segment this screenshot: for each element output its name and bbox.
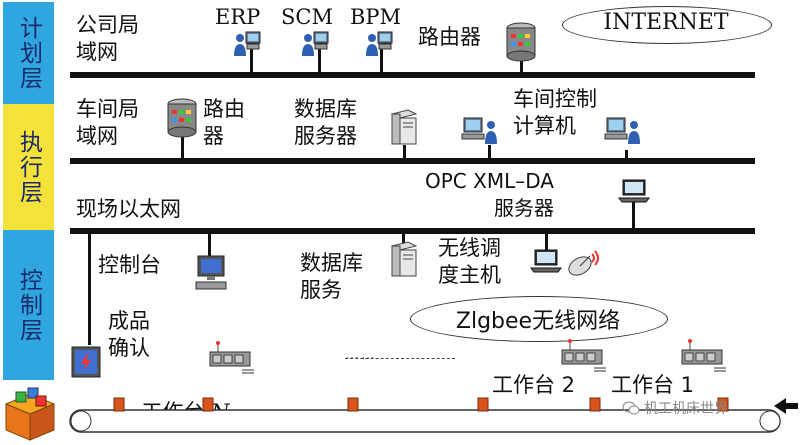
- router-icon: [506, 22, 536, 62]
- workshop-lan-label: 车间局 域网: [76, 97, 139, 148]
- erp-label: ERP: [215, 5, 261, 29]
- laptop-icon: [618, 179, 650, 203]
- station-machine-icon: [681, 339, 726, 372]
- layer-control-label: 控制层: [15, 267, 42, 343]
- workstation-user-icon: [461, 117, 497, 144]
- station-2-label: 工作台 2: [492, 373, 576, 397]
- layer-execute-label: 执行层: [15, 129, 42, 205]
- internet-label: INTERNET: [603, 10, 729, 35]
- field-ethernet-label: 现场以太网: [76, 197, 181, 221]
- scanner-device-icon: [71, 346, 101, 378]
- wechat-icon: [622, 401, 640, 415]
- connector: [545, 230, 548, 250]
- connector: [402, 230, 405, 248]
- connector: [403, 145, 406, 160]
- wireless-laptop-icon: [530, 249, 562, 273]
- erp-user-pc-icon: [234, 31, 261, 56]
- company-lan-label: 公司局 域网: [76, 13, 139, 64]
- server-icon: [390, 109, 418, 145]
- router-icon: [167, 98, 197, 138]
- db-service-label: 数据库 服务: [300, 251, 363, 302]
- db-server-label: 数据库 服务器: [294, 97, 357, 148]
- scm-user-pc-icon: [302, 31, 329, 56]
- layer-execute: 执行层: [3, 104, 54, 230]
- conveyor-belt: [69, 397, 798, 433]
- connector: [181, 135, 184, 160]
- zigbee-label: Zlgbee无线网络: [455, 309, 621, 334]
- connector: [632, 200, 635, 230]
- bpm-label: BPM: [350, 5, 402, 29]
- connector: [520, 60, 523, 74]
- company-lan-bus: [70, 72, 755, 78]
- console-pc-icon: [195, 255, 227, 290]
- layer-plan-label: 计划层: [15, 15, 42, 91]
- console-label: 控制台: [98, 253, 161, 277]
- station-machine-icon: [209, 341, 254, 374]
- scm-label: SCM: [281, 5, 333, 29]
- opc-server-label: OPC XML–DA 服务器: [425, 169, 554, 220]
- execute-router-label: 路由 器: [203, 97, 245, 148]
- product-confirm-label: 成品 确认: [108, 309, 150, 360]
- internet-cloud: [562, 6, 772, 44]
- layer-plan: 计划层: [3, 2, 54, 104]
- field-ethernet-bus: [70, 228, 755, 234]
- watermark: 机工机床世界: [622, 398, 728, 418]
- connector: [488, 145, 491, 160]
- wireless-host-label: 无线调 度主机: [438, 236, 501, 287]
- server-icon: [390, 241, 418, 277]
- plan-router-label: 路由器: [418, 25, 481, 49]
- workshop-lan-bus: [70, 158, 755, 164]
- antenna-dish-icon: [568, 250, 599, 276]
- connector: [625, 150, 628, 160]
- product-box-icon: [4, 387, 56, 441]
- station-gap-dashes: [345, 358, 455, 359]
- dots-label: ……: [345, 347, 377, 363]
- zigbee-cloud: [410, 296, 668, 342]
- station-machine-icon: [561, 339, 606, 372]
- connector: [380, 48, 383, 74]
- connector: [318, 48, 321, 74]
- watermark-text: 机工机床世界: [644, 401, 728, 417]
- connector: [88, 230, 91, 345]
- workshop-control-pc-label: 车间控制 计算机: [513, 87, 597, 138]
- station-1-label: 工作台 1: [611, 373, 695, 397]
- workstation-user-icon: [604, 117, 640, 144]
- connector: [250, 48, 253, 74]
- layer-control: 控制层: [3, 230, 54, 380]
- bpm-user-pc-icon: [366, 31, 393, 56]
- connector: [208, 230, 211, 258]
